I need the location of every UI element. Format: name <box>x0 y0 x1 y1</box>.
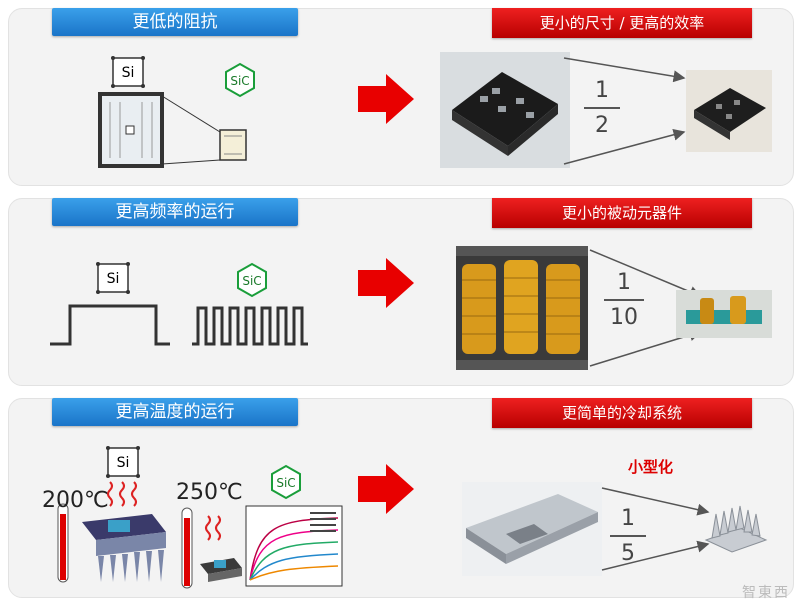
row3-sic-thermal-diagram: SiC <box>181 464 343 589</box>
watermark-text: 智東西 <box>742 585 790 601</box>
row1-ratio-lines <box>563 57 686 165</box>
row1-fraction-denominator: 2 <box>595 113 609 138</box>
row1-fraction-bar <box>584 107 620 109</box>
row1-si-label: Si <box>122 65 135 81</box>
row3-fraction-denominator: 5 <box>621 541 635 566</box>
row3-coldplate-large <box>462 482 602 576</box>
row1-sic-label: SiC <box>230 74 249 88</box>
row3-heatsink-small <box>704 505 768 553</box>
row2-title: 更高频率的运行 <box>52 198 298 226</box>
row1-module-large <box>440 52 570 168</box>
row2-result: 更小的被动元器件 <box>492 198 752 228</box>
row3-si-thermal-diagram: Si <box>57 446 166 583</box>
row1-title: 更低的阻抗 <box>52 8 298 36</box>
temp-si-label: 200℃ <box>42 488 109 513</box>
row2-fraction: 1 10 <box>604 270 644 330</box>
row2-waveform-diagram: Si SiC <box>50 262 308 346</box>
row3-fraction-bar <box>610 535 646 537</box>
row1-die-diagram: Si SiC <box>98 56 255 168</box>
row2-inductor-small <box>676 290 772 338</box>
row3-ratio-lines <box>601 487 710 571</box>
row1-arrow-icon <box>358 74 414 124</box>
row2-sic-label: SiC <box>242 274 261 288</box>
row2-arrow-icon <box>358 258 414 308</box>
row2-fraction-denominator: 10 <box>610 305 638 330</box>
row1-result: 更小的尺寸 / 更高的效率 <box>492 8 752 38</box>
row3-sic-label: SiC <box>276 476 295 490</box>
row3-result: 更简单的冷却系统 <box>492 398 752 428</box>
row3-title: 更高温度的运行 <box>52 398 298 426</box>
row3-arrow-icon <box>358 464 414 514</box>
row2-fraction-numerator: 1 <box>617 270 631 295</box>
row2-fraction-bar <box>604 299 644 301</box>
row2-si-label: Si <box>107 271 120 287</box>
miniaturization-label: 小型化 <box>628 458 674 476</box>
row3-si-label: Si <box>117 455 130 471</box>
row1-fraction: 1 2 <box>584 78 620 138</box>
row1-fraction-numerator: 1 <box>595 78 609 103</box>
row2-inductors-large <box>456 246 588 370</box>
row3-fraction-numerator: 1 <box>621 506 635 531</box>
row3-fraction: 1 5 <box>610 506 646 566</box>
temp-sic-label: 250℃ <box>176 480 243 505</box>
row1-module-small <box>686 70 772 152</box>
